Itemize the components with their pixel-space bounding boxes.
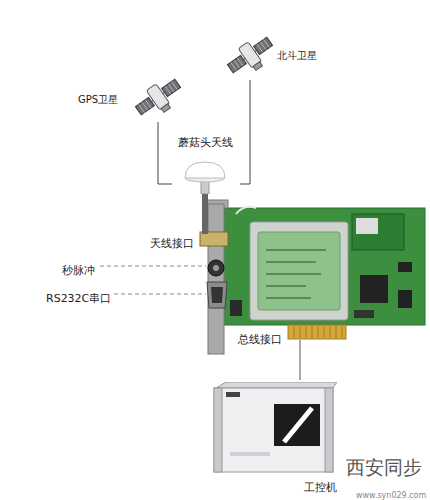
watermark-text: 西安同步 bbox=[346, 456, 422, 478]
satellite-node: GPS卫星 bbox=[78, 72, 183, 122]
port-label: RS232C串口 bbox=[46, 292, 111, 305]
bus-line bbox=[300, 340, 301, 380]
node-label: 北斗卫星 bbox=[277, 50, 317, 63]
signal-link bbox=[158, 122, 172, 184]
signal-link bbox=[240, 80, 250, 184]
node-label: 蘑菇头天线 bbox=[172, 136, 238, 150]
signal-leader-lines bbox=[100, 266, 206, 294]
label-holder: 西安同步 bbox=[346, 456, 422, 480]
label-holder: RS232C串口 bbox=[46, 287, 111, 306]
satellite-icon bbox=[133, 72, 183, 122]
antenna-mast bbox=[202, 194, 208, 234]
label-holder: 总线接口 bbox=[238, 328, 282, 347]
pcie-card bbox=[222, 207, 425, 339]
watermark-text: www.syn029.com bbox=[356, 491, 426, 500]
mushroom-antenna-icon bbox=[183, 160, 227, 194]
node-label: GPS卫星 bbox=[78, 94, 118, 107]
antenna-node: 蘑菇头天线 bbox=[172, 136, 240, 194]
industrial-pc-node: 工控机 bbox=[212, 378, 339, 497]
satellite-icon bbox=[225, 30, 275, 80]
node-label: 工控机 bbox=[304, 481, 337, 495]
label-holder: 天线接口 bbox=[150, 232, 194, 251]
label-holder: www.syn029.com bbox=[356, 483, 426, 500]
satellite-node: 北斗卫星 bbox=[225, 30, 319, 80]
port-label: 天线接口 bbox=[150, 237, 194, 250]
port-label: 秒脉冲 bbox=[62, 264, 95, 277]
port-label: 总线接口 bbox=[238, 333, 282, 346]
industrial-pc-icon bbox=[212, 382, 337, 474]
label-holder: 秒脉冲 bbox=[62, 259, 95, 278]
